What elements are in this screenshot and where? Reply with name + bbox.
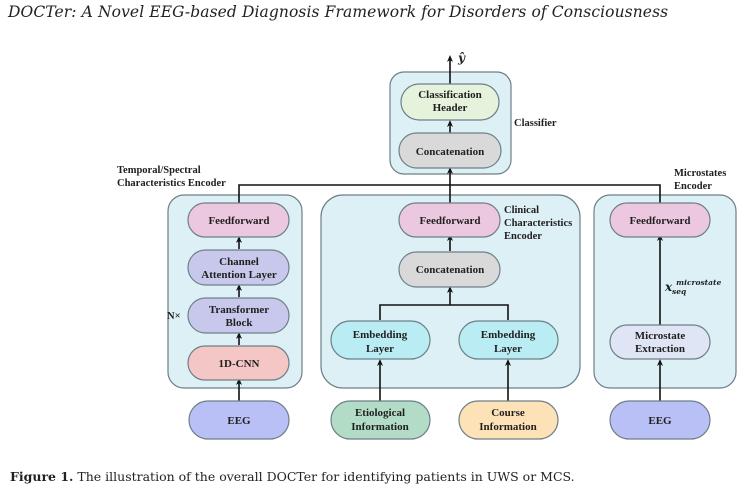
- etiological-line2: Information: [351, 421, 408, 433]
- embedding-left-line1: Embedding: [353, 329, 408, 341]
- page-title: DOCTer: A Novel EEG-based Diagnosis Fram…: [8, 3, 669, 21]
- microstate-extraction-node: Microstate Extraction: [609, 324, 711, 360]
- embedding-layer-right-node: Embedding Layer: [458, 320, 559, 360]
- transformer-block-line1: Transformer: [209, 304, 269, 316]
- transformer-block-line2: Block: [226, 317, 254, 329]
- embedding-right-line2: Layer: [494, 343, 522, 355]
- course-line2: Information: [479, 421, 536, 433]
- classifier-label: Classifier: [514, 118, 557, 129]
- embeddings-merge-line: [379, 304, 509, 320]
- edge-label-base: x: [664, 280, 673, 294]
- channel-attention-line2: Attention Layer: [201, 269, 277, 281]
- clinical-feedforward-node: Feedforward: [398, 202, 501, 238]
- figure-caption-label: Figure 1.: [10, 469, 74, 484]
- output-y-hat-label: ŷ: [457, 51, 466, 65]
- figure-caption-text: The illustration of the overall DOCTer f…: [77, 469, 575, 484]
- clinical-encoder-label-line1: Clinical: [504, 205, 539, 216]
- microstate-extraction-line1: Microstate: [635, 330, 686, 342]
- embedding-layer-left-node: Embedding Layer: [330, 320, 431, 360]
- microstates-encoder-label-line1: Microstates: [674, 168, 726, 179]
- repeat-n-label: N×: [167, 311, 181, 322]
- microstates-encoder-label-line2: Encoder: [674, 181, 712, 192]
- edge-label-sub: seq: [672, 287, 686, 296]
- classifier-concatenation-label: Concatenation: [416, 146, 484, 158]
- clinical-concatenation-label: Concatenation: [416, 264, 484, 276]
- eeg-input-left-node: EEG: [188, 400, 290, 440]
- temporal-feedforward-node: Feedforward: [187, 202, 290, 238]
- temporal-encoder-container: [167, 194, 303, 389]
- classifier-concatenation-node: Concatenation: [398, 132, 502, 169]
- temporal-encoder-label-line2: Characteristics Encoder: [117, 178, 226, 189]
- course-information-node: Course Information: [458, 400, 559, 440]
- clinical-feedforward-label: Feedforward: [419, 215, 480, 227]
- eeg-left-label: EEG: [227, 415, 251, 427]
- embedding-left-line2: Layer: [366, 343, 394, 355]
- clinical-encoder-label-line2: Characteristics: [504, 218, 572, 229]
- clinical-concatenation-node: Concatenation: [398, 251, 501, 288]
- clinical-encoder-label-line3: Encoder: [504, 231, 542, 242]
- etiological-line1: Etiological: [355, 407, 405, 419]
- embedding-right-line1: Embedding: [481, 329, 536, 341]
- classification-header-line1: Classification: [418, 89, 482, 101]
- channel-attention-node: Channel Attention Layer: [187, 249, 290, 286]
- temporal-feedforward-label: Feedforward: [208, 215, 269, 227]
- course-line1: Course: [491, 407, 525, 419]
- connectors: [236, 55, 663, 401]
- eeg-input-right-node: EEG: [609, 400, 711, 440]
- classification-header-node: Classification Header: [400, 83, 500, 121]
- microstate-sequence-label: x microstate seq: [664, 272, 725, 296]
- channel-attention-line1: Channel: [219, 256, 259, 268]
- figure-caption: Figure 1. The illustration of the overal…: [10, 469, 575, 484]
- edge-label-sup: microstate: [676, 278, 721, 287]
- cnn-node: 1D-CNN: [187, 345, 290, 381]
- microstates-feedforward-node: Feedforward: [609, 202, 711, 238]
- etiological-information-node: Etiological Information: [330, 400, 431, 440]
- eeg-right-label: EEG: [648, 415, 672, 427]
- microstate-extraction-line2: Extraction: [635, 343, 685, 355]
- cnn-label: 1D-CNN: [219, 358, 260, 370]
- classification-header-line2: Header: [433, 102, 468, 114]
- microstates-feedforward-label: Feedforward: [629, 215, 690, 227]
- temporal-encoder-label-line1: Temporal/Spectral: [117, 165, 201, 176]
- transformer-block-node: Transformer Block: [187, 297, 290, 334]
